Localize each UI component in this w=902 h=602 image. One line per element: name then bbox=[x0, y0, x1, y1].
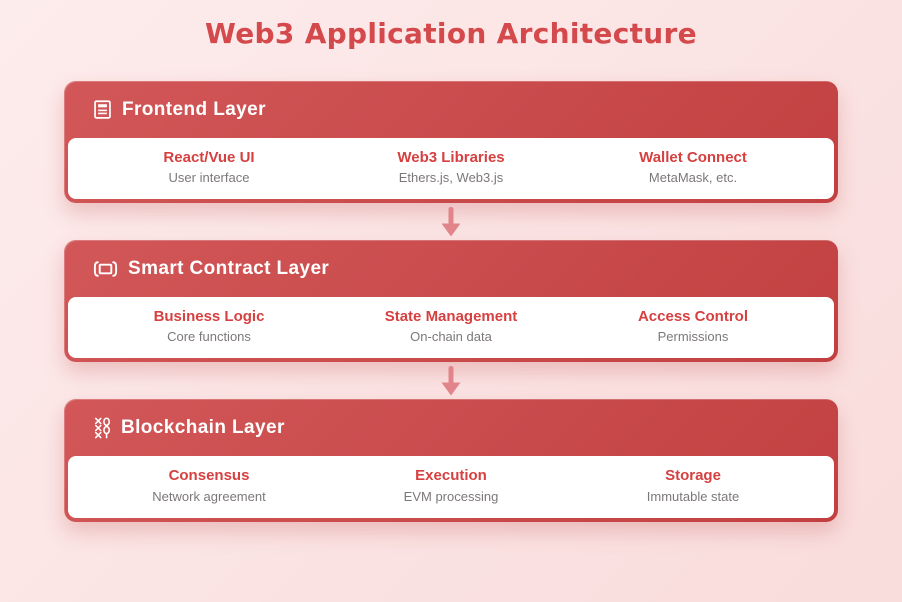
item-subtitle: Network agreement bbox=[152, 488, 266, 504]
layer-title: Blockchain Layer bbox=[121, 416, 285, 438]
item-subtitle: Ethers.js, Web3.js bbox=[398, 170, 504, 186]
scroll-icon bbox=[92, 259, 119, 279]
item-subtitle: MetaMask, etc. bbox=[648, 170, 738, 186]
item-title: Access Control bbox=[637, 308, 749, 326]
item-title: Wallet Connect bbox=[639, 149, 747, 166]
layer-card: Blockchain Layer Consensus Network agree… bbox=[64, 399, 838, 522]
layer-body: Business Logic Core functions State Mana… bbox=[68, 297, 834, 359]
layer-item: Access Control Permissions bbox=[572, 308, 814, 345]
layer-item: Consensus Network agreement bbox=[88, 467, 330, 504]
layer-item: Storage Immutable state bbox=[572, 467, 814, 504]
layer-item: Web3 Libraries Ethers.js, Web3.js bbox=[330, 149, 572, 186]
layer-body: Consensus Network agreement Execution EV… bbox=[68, 456, 834, 518]
item-title: Execution bbox=[415, 467, 487, 485]
layer-card: Smart Contract Layer Business Logic Core… bbox=[64, 240, 838, 363]
item-subtitle: User interface bbox=[168, 170, 250, 186]
item-title: State Management bbox=[384, 308, 518, 326]
layer-header: Smart Contract Layer bbox=[68, 240, 834, 297]
item-subtitle: Permissions bbox=[657, 329, 729, 345]
layer-card: Frontend Layer React/Vue UI User interfa… bbox=[64, 81, 838, 204]
layer-item: Wallet Connect MetaMask, etc. bbox=[572, 149, 814, 186]
frontend-list-icon bbox=[92, 99, 113, 120]
layer-header: Frontend Layer bbox=[68, 81, 834, 138]
item-title: Consensus bbox=[168, 467, 250, 485]
layer-item: React/Vue UI User interface bbox=[88, 149, 330, 186]
layer-header: Blockchain Layer bbox=[68, 399, 834, 456]
down-arrow-icon bbox=[441, 206, 461, 237]
layer-item: State Management On-chain data bbox=[330, 308, 572, 345]
layer-item: Execution EVM processing bbox=[330, 467, 572, 504]
chain-links-icon bbox=[92, 416, 112, 440]
item-title: React/Vue UI bbox=[163, 149, 255, 166]
item-subtitle: Immutable state bbox=[646, 488, 740, 504]
item-subtitle: EVM processing bbox=[403, 488, 499, 504]
layer-title: Frontend Layer bbox=[122, 98, 266, 120]
item-title: Business Logic bbox=[153, 308, 265, 326]
layer-title: Smart Contract Layer bbox=[128, 257, 330, 279]
item-title: Storage bbox=[665, 467, 721, 485]
page-title: Web3 Application Architecture bbox=[205, 17, 697, 50]
down-arrow-icon bbox=[441, 365, 461, 396]
item-subtitle: On-chain data bbox=[410, 329, 492, 345]
item-subtitle: Core functions bbox=[167, 329, 251, 345]
architecture-diagram: Frontend Layer React/Vue UI User interfa… bbox=[64, 81, 838, 522]
flow-arrow bbox=[64, 362, 838, 399]
layer-item: Business Logic Core functions bbox=[88, 308, 330, 345]
item-title: Web3 Libraries bbox=[397, 149, 505, 166]
flow-arrow bbox=[64, 203, 838, 240]
layer-body: React/Vue UI User interface Web3 Librari… bbox=[68, 138, 834, 200]
